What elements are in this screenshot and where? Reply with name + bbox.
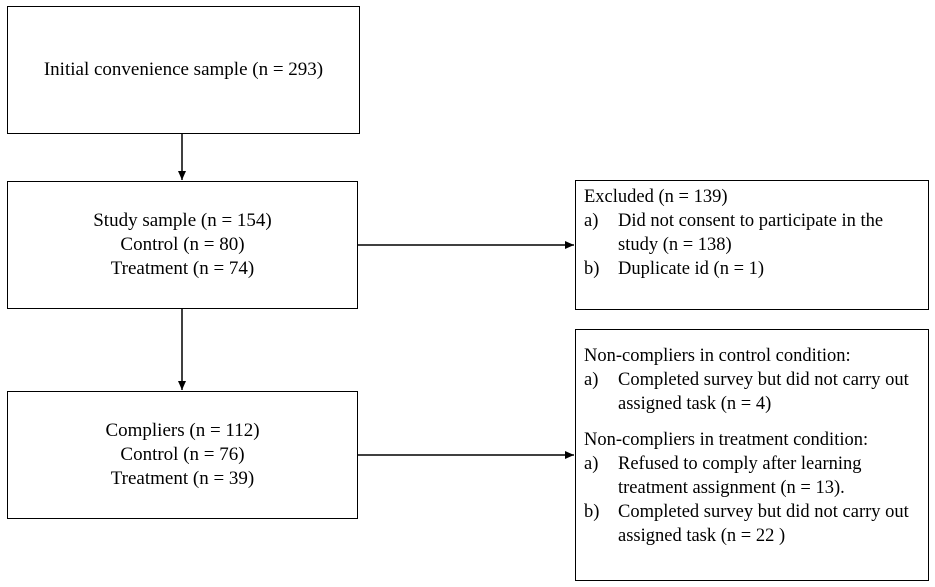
noncompliers-treatment-item: b) Completed survey but did not carry ou… (584, 500, 922, 548)
noncompliers-item-text: Completed survey but did not carry out a… (618, 502, 909, 546)
noncompliers-item-text: Refused to comply after learning treatme… (618, 454, 862, 498)
noncompliers-item-letter: a) (584, 370, 599, 390)
noncompliers-control-heading: Non-compliers in control condition: (584, 346, 851, 366)
noncompliers-treatment-item: a) Refused to comply after learning trea… (584, 452, 922, 500)
compliers-box: Compliers (n = 112) Control (n = 76) Tre… (7, 391, 358, 519)
noncompliers-box: Non-compliers in control condition: a) C… (575, 329, 929, 581)
noncompliers-item-text: Completed survey but did not carry out a… (618, 370, 909, 414)
noncompliers-item-letter: b) (584, 502, 600, 522)
compliers-control-line: Control (n = 76) (120, 444, 245, 465)
initial-sample-box: Initial convenience sample (n = 293) (7, 6, 360, 134)
study-control-line: Control (n = 80) (120, 234, 245, 255)
excluded-item-text: Did not consent to participate in the st… (618, 211, 884, 255)
excluded-item-text: Duplicate id (n = 1) (618, 259, 765, 279)
noncompliers-treatment-heading: Non-compliers in treatment condition: (584, 430, 869, 450)
excluded-item: b) Duplicate id (n = 1) (584, 257, 922, 281)
excluded-item-letter: b) (584, 259, 600, 279)
initial-sample-label: Initial convenience sample (n = 293) (43, 59, 324, 80)
excluded-item-letter: a) (584, 211, 599, 231)
compliers-treatment-line: Treatment (n = 39) (110, 468, 255, 489)
study-treatment-line: Treatment (n = 74) (110, 258, 255, 279)
study-sample-box: Study sample (n = 154) Control (n = 80) … (7, 181, 358, 309)
noncompliers-item-letter: a) (584, 454, 599, 474)
compliers-line: Compliers (n = 112) (105, 420, 260, 441)
excluded-item: a) Did not consent to participate in the… (584, 209, 922, 257)
excluded-heading: Excluded (n = 139) (584, 187, 728, 207)
study-sample-line: Study sample (n = 154) (93, 210, 272, 231)
noncompliers-control-item: a) Completed survey but did not carry ou… (584, 368, 922, 416)
excluded-box: Excluded (n = 139) a) Did not consent to… (575, 180, 929, 310)
